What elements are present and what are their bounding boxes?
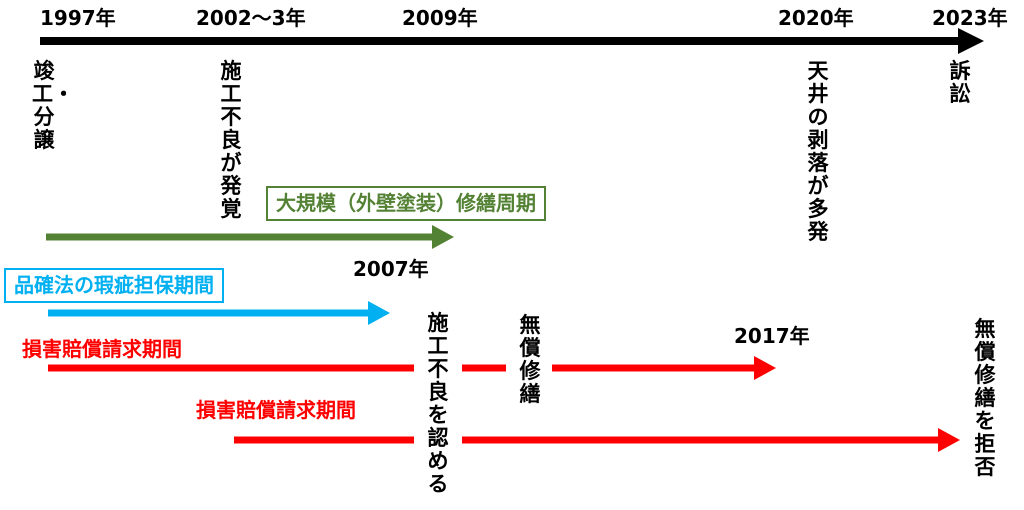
event-lawsuit: 訴訟 <box>949 59 971 106</box>
damages-arrowhead-2 <box>938 428 960 452</box>
year-2020-label: 2020年 <box>778 6 854 30</box>
damages-period-label-2: 損害賠償請求期間 <box>196 398 356 422</box>
damages-period-label-1: 損害賠償請求期間 <box>22 337 182 361</box>
note-admit-defect: 施工不良を認める <box>427 311 449 496</box>
damages-arrowhead-1 <box>754 356 776 380</box>
year-1997-label: 1997年 <box>40 6 116 30</box>
year-2002-label: 2002～3年 <box>196 6 306 30</box>
event-defect-found: 施工不良が発覚 <box>220 59 242 221</box>
year-2007-label: 2007年 <box>353 257 429 281</box>
main-timeline-arrowhead <box>958 28 984 54</box>
repair-cycle-label: 大規模（外壁塗装）修繕周期 <box>266 186 546 221</box>
repair-cycle-arrowhead <box>432 225 454 249</box>
event-completion: 竣工・分譲 <box>32 59 74 152</box>
year-2023-label: 2023年 <box>932 6 1008 30</box>
note-free-repair: 無償修繕 <box>519 313 541 406</box>
warranty-arrowhead <box>368 301 390 325</box>
year-2009-label: 2009年 <box>402 6 478 30</box>
warranty-period-label: 品確法の瑕疵担保期間 <box>4 268 224 303</box>
event-ceiling-peeling: 天井の剥落が多発 <box>807 59 829 244</box>
year-2017-label: 2017年 <box>734 324 810 348</box>
note-refuse-free-repair: 無償修繕を拒否 <box>974 317 996 479</box>
